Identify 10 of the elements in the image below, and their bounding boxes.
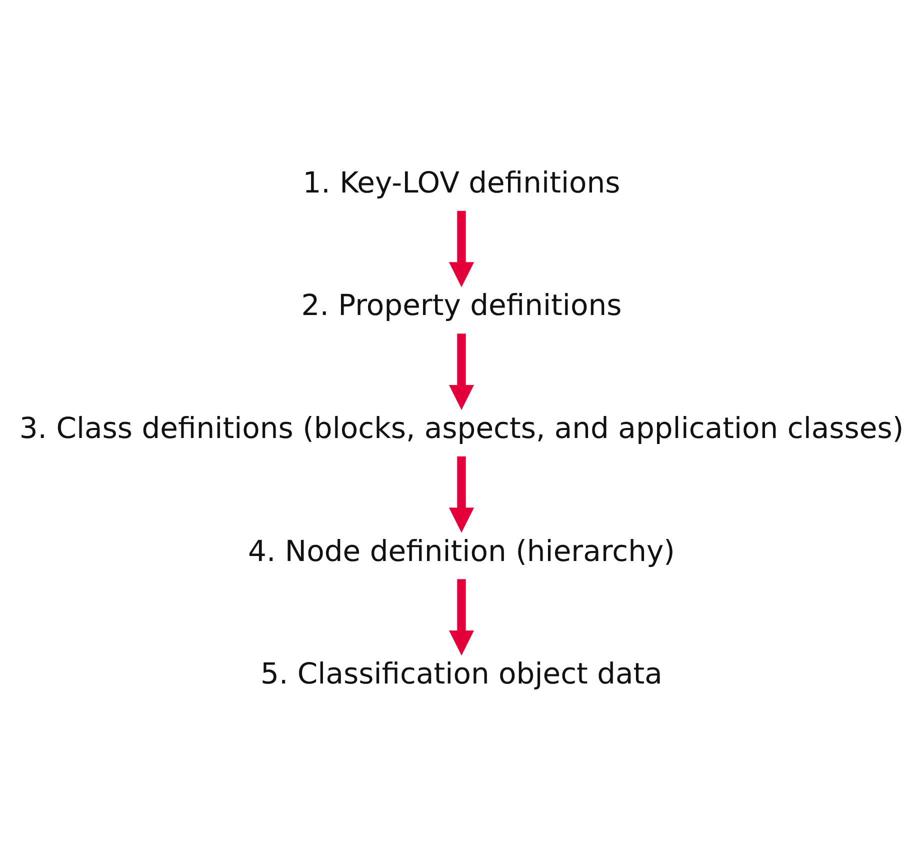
node-text: 4. Node definition (hierarchy) [248,534,675,569]
node-text: 3. Class definitions (blocks, aspects, and application classes) [19,412,904,446]
arrow [448,211,474,288]
flowchart: 1. Key-LOV definitions 2. Property definitions 3. Class definitions (blocks, aspects, and application classes) 4. Node definition (hierarchy) 5. Classification object data [0,148,923,710]
node-text: 1. Key-LOV definitions [302,166,620,200]
node-text: 5. Classification object data [260,658,662,692]
arrow [448,456,474,533]
node-text: 2. Property definitions [301,289,622,324]
arrow [448,334,474,410]
arrow [448,579,474,656]
